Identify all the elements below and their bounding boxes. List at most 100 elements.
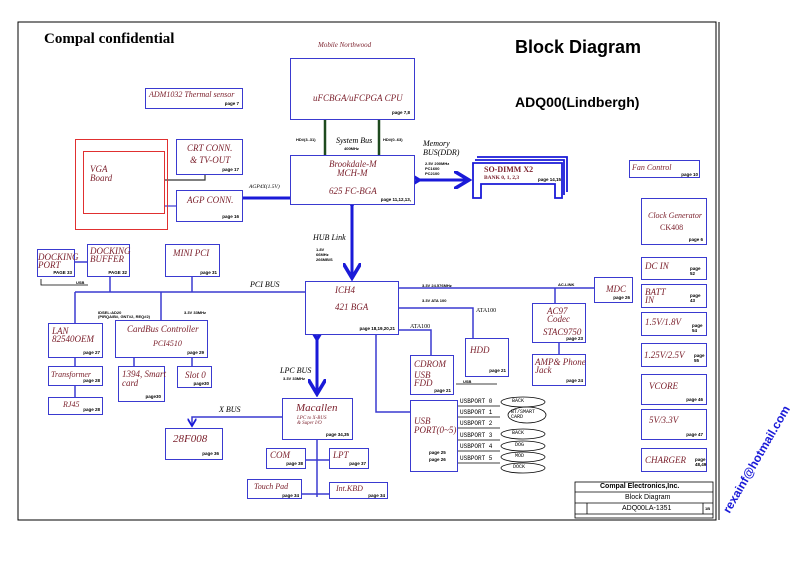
page-ref: page 29 [187, 350, 204, 355]
page-ref: page 17 [222, 167, 239, 172]
x-bus-label: X BUS [219, 405, 241, 414]
cdrom-label: CDROM [414, 359, 446, 369]
crt-label: CRT CONN. [187, 143, 233, 153]
usb-port-3: USBPORT 3 [460, 432, 493, 439]
sodimm-shape [472, 156, 568, 199]
flash-label: 28F008 [173, 433, 208, 445]
page-ref: page 23 [566, 336, 583, 341]
vga-label: VGA [90, 164, 108, 174]
keyboard-label: Int.KBD [336, 484, 363, 493]
1v5-1v8-block[interactable]: 1.5V/1.8V page 54 [641, 312, 707, 336]
company-name: Compal Electronics,Inc. [600, 483, 680, 490]
page-ref: page 16 [222, 214, 239, 219]
charger-block[interactable]: CHARGER page 48,49 [641, 448, 707, 472]
system-bus-label: System Bus [336, 136, 373, 145]
sodimm-label[interactable]: SO-DIMM X2 [484, 165, 534, 174]
memory-bus-label-line: BUS(DDR) [423, 148, 460, 157]
mdc-block[interactable]: MDC page 26 [594, 277, 633, 303]
usb-fdd-label: FDD [414, 378, 433, 388]
usb-target-oval [507, 406, 547, 424]
crt-block[interactable]: CRT CONN. & TV-OUT page 17 [176, 139, 243, 175]
smartcard-label: card [122, 378, 139, 388]
power-label: VCORE [649, 381, 678, 391]
hdd-label: HDD [470, 345, 490, 355]
usb-port-2: USBPORT 2 [460, 420, 493, 427]
page-ref: page 24 [566, 378, 583, 383]
cpu-caption: Mobile Northwood [318, 41, 372, 49]
memory-bus-label-line: Memory [423, 139, 450, 148]
usb-target: MOD [515, 453, 525, 459]
page-ref: page 46 [686, 397, 703, 402]
lan-label: 82540OEM [52, 334, 94, 344]
usb-fdd-label: USB [414, 370, 431, 380]
docking-port-label: DOCKING [38, 252, 79, 262]
rj45-label: RJ45 [63, 400, 80, 409]
amp-label: Jack [535, 365, 552, 375]
power-label: CHARGER [645, 455, 686, 465]
mini-pci-block[interactable]: MINI PCI page 31 [165, 244, 220, 277]
page-ref: page 47 [686, 432, 703, 437]
fan-control-block[interactable]: Fan Control page 10 [629, 160, 700, 178]
page-ref: page 18,19,20,21 [359, 326, 395, 331]
amp-label: AMP& Phone [535, 357, 586, 367]
clock-label: Clock Generator [648, 211, 702, 220]
hub-spec: 66MHz [316, 252, 329, 257]
lpc-speed: 3.3V 33MHz [283, 376, 306, 381]
5v-3v3-block[interactable]: 5V/3.3V page 47 [641, 409, 707, 440]
ata100-label: ATA100 [476, 308, 497, 314]
clock-generator-block[interactable]: Clock Generator CK408 page 6 [641, 198, 707, 245]
dc-in-block[interactable]: DC IN page 52 [641, 257, 707, 280]
power-label: 1.25V/2.5V [644, 350, 685, 360]
thermal-label: ADM1032 Thermal sensor [149, 90, 235, 99]
1v25-2v5-block[interactable]: 1.25V/2.5V page 55 [641, 343, 707, 367]
page-ref: page 11,12,13, [380, 197, 411, 202]
usb-port-0: USBPORT 0 [460, 398, 493, 405]
com-block[interactable]: COM page 38 [266, 448, 306, 469]
touchpad-block[interactable]: Touch Pad page 34 [247, 479, 302, 499]
keyboard-block[interactable]: Int.KBD page 34 [329, 482, 388, 499]
system-bus-speed: 400MHz [344, 146, 359, 151]
usb-target: DOG [515, 442, 525, 448]
power-label: 1.5V/1.8V [645, 317, 681, 327]
hdd-block[interactable]: HDD page 21 [465, 338, 509, 377]
ac97-label: Codec [547, 314, 570, 324]
confidential-label: Compal confidential [44, 31, 175, 47]
lpt-block[interactable]: LPT page 37 [329, 448, 369, 469]
page-ref: page 27 [83, 350, 100, 355]
cardbus-block[interactable]: CardBus Controller PCI4510 page 29 [115, 320, 208, 358]
cpu-block[interactable]: uFCBGA/uFCPGA CPU page 7,8 [290, 58, 415, 120]
vcore-block[interactable]: VCORE page 46 [641, 374, 707, 405]
macallen-block[interactable]: Macallen LPC to X-BUS & Super I/O page 3… [282, 398, 353, 440]
transformer-block[interactable]: Transformer page 28 [48, 366, 103, 386]
hub-spec: 266MB/S [316, 257, 333, 262]
mch-label: MCH-M [337, 168, 368, 178]
usb-target-oval [500, 428, 546, 440]
thermal-sensor-block[interactable]: ADM1032 Thermal sensor page 7 [145, 88, 243, 109]
page-ref: page30 [193, 381, 209, 386]
usb-target: BACK [512, 430, 525, 436]
ich4-block[interactable]: ICH4 421 BGA page 18,19,20,21 [305, 281, 399, 335]
vga-board-block[interactable]: VGA Board [83, 151, 165, 214]
page-ref: page 10 [681, 172, 698, 177]
page-ref: page 21 [434, 388, 451, 393]
batt-in-block[interactable]: BATT IN page 43 [641, 284, 707, 308]
page-ref: page 34,35 [325, 432, 349, 437]
rj45-block[interactable]: RJ45 page 28 [48, 397, 103, 415]
title-block [574, 481, 714, 519]
flash-block[interactable]: 28F008 page 36 [165, 428, 223, 460]
agp-conn-block[interactable]: AGP CONN. page 16 [176, 190, 243, 222]
hub-link-label: HUB Link [313, 233, 346, 242]
slot0-block[interactable]: Slot 0 page30 [177, 366, 212, 388]
cpu-label: uFCBGA/uFCPGA CPU [313, 93, 403, 103]
mch-block[interactable]: Brookdale-M MCH-M 625 FC-BGA page 11,12,… [290, 155, 415, 205]
